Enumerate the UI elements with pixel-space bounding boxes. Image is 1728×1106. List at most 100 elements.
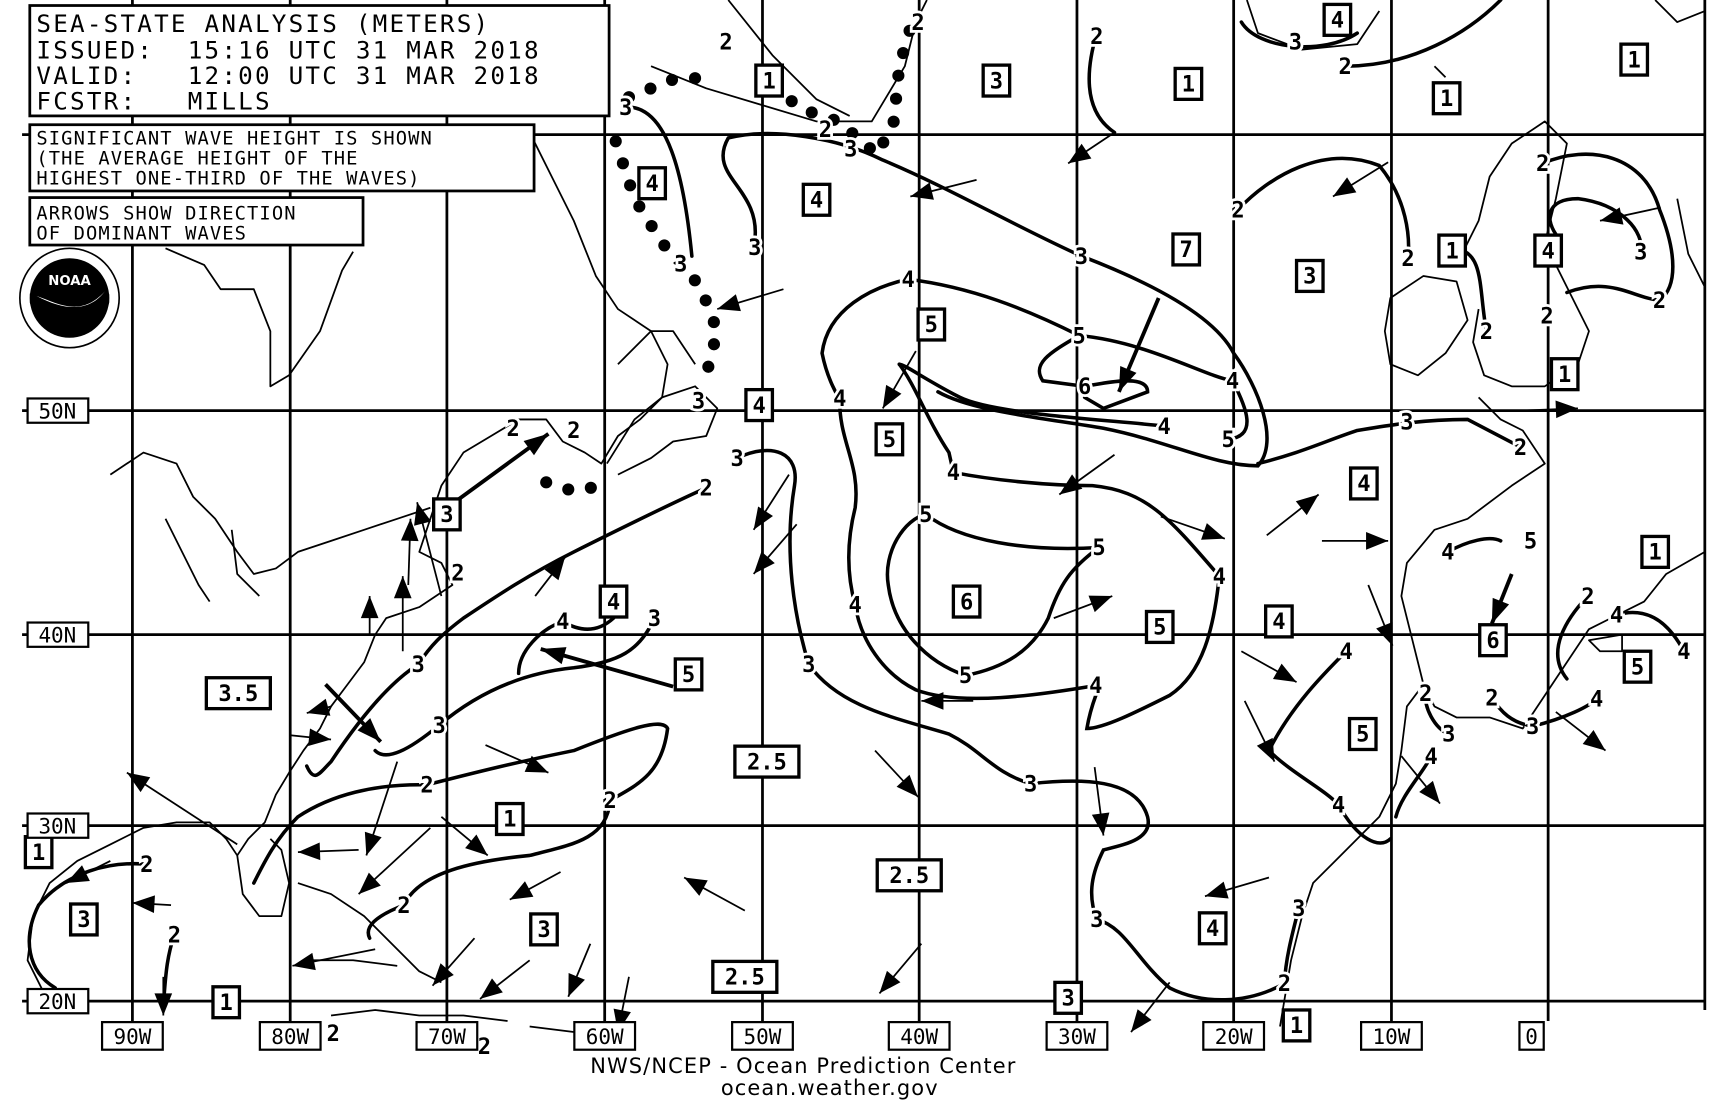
wave-height-box: 1 bbox=[1619, 42, 1650, 77]
arrowhead-icon bbox=[1376, 621, 1393, 646]
wave-height-box: 4 bbox=[1533, 233, 1564, 268]
wave-height-value: 5 bbox=[925, 313, 938, 338]
arrowhead-icon bbox=[1295, 494, 1319, 516]
arrowhead-icon bbox=[1088, 595, 1113, 613]
wave-direction-arrow bbox=[289, 728, 332, 747]
wave-direction-arrow bbox=[393, 576, 412, 652]
wave-height-box: 3 bbox=[981, 63, 1012, 98]
arrowhead-icon bbox=[1201, 523, 1225, 540]
arrowhead-icon bbox=[1272, 663, 1297, 683]
wave-direction-arrow bbox=[1332, 161, 1389, 198]
wave-direction-arrow bbox=[154, 976, 173, 1016]
arrowhead-icon bbox=[1332, 177, 1357, 197]
wave-height-box: 4 bbox=[1197, 911, 1228, 946]
longitude-label-text: 30W bbox=[1058, 1025, 1096, 1049]
contour-label: 2 bbox=[1514, 436, 1527, 461]
contour-label: 5 bbox=[919, 503, 932, 528]
contour-label: 4 bbox=[849, 594, 862, 619]
wave-height-box: 1 bbox=[1549, 357, 1580, 392]
wave-direction-arrow bbox=[752, 523, 798, 575]
arrowhead-icon bbox=[154, 993, 173, 1016]
note-line: ARROWS SHOW DIRECTION bbox=[36, 204, 296, 225]
wave-direction-arrow bbox=[1400, 755, 1441, 805]
arrowhead-icon bbox=[523, 433, 549, 456]
contour-label: 6 bbox=[1078, 375, 1091, 400]
wave-height-box: 6 bbox=[951, 584, 982, 619]
wave-height-value: 1 bbox=[1649, 541, 1662, 566]
arrowhead-icon bbox=[540, 647, 567, 665]
wave-direction-arrow bbox=[874, 749, 919, 798]
wave-height-value: 4 bbox=[810, 189, 823, 214]
contour-label: 2 bbox=[506, 417, 519, 442]
wave-direction-arrow bbox=[534, 556, 566, 597]
arrowhead-icon bbox=[921, 692, 944, 710]
contour-label: 3 bbox=[1024, 772, 1037, 797]
wave-direction-arrow bbox=[431, 937, 476, 987]
wave-height-box: 1 bbox=[754, 63, 784, 98]
contour-label: 4 bbox=[556, 610, 569, 635]
wave-height-box: 5 bbox=[1347, 716, 1378, 752]
wave-height-value: 1 bbox=[1558, 363, 1571, 388]
latitude-label: 40N bbox=[26, 621, 90, 648]
wave-height-box: 3 bbox=[1053, 980, 1084, 1015]
contour-label: 3 bbox=[648, 607, 661, 632]
wave-height-value: 5 bbox=[883, 428, 896, 453]
ice-edge bbox=[622, 71, 718, 104]
arrowhead-icon bbox=[1419, 780, 1440, 804]
wave-height-value: 4 bbox=[607, 590, 620, 615]
wave-height-box: 1 bbox=[1173, 66, 1204, 101]
wave-height-value: 3 bbox=[1061, 987, 1074, 1012]
longitude-label: 60W bbox=[573, 1021, 637, 1051]
arrowhead-icon bbox=[393, 576, 412, 599]
wave-height-value: 6 bbox=[960, 590, 973, 615]
wave-height-box: 5 bbox=[916, 307, 947, 342]
arrowhead-icon bbox=[297, 842, 321, 861]
wave-height-value: 1 bbox=[1628, 48, 1641, 73]
note-line: SIGNIFICANT WAVE HEIGHT IS SHOWN bbox=[36, 129, 432, 150]
wave-height-box: 4 bbox=[744, 387, 775, 423]
contour-label: 5 bbox=[1092, 536, 1105, 561]
wave-height-box: 3.5 bbox=[204, 676, 272, 711]
arrowhead-icon bbox=[360, 596, 379, 619]
contour-label: 4 bbox=[947, 461, 960, 486]
contour-label: 2 bbox=[1540, 304, 1553, 329]
wave-height-value: 4 bbox=[753, 394, 766, 419]
wave-direction-arrow bbox=[1367, 584, 1394, 647]
wave-height-box: 4 bbox=[1322, 2, 1353, 37]
contour-label: 2 bbox=[397, 894, 410, 919]
longitude-label-text: 80W bbox=[271, 1025, 309, 1049]
wave-height-value: 4 bbox=[1206, 917, 1219, 942]
contour-label: 5 bbox=[959, 664, 972, 689]
wave-direction-arrow bbox=[540, 647, 674, 689]
longitude-label: 30W bbox=[1045, 1021, 1109, 1051]
arrowhead-icon bbox=[1366, 532, 1389, 550]
wave-direction-arrow bbox=[306, 698, 332, 716]
wave-direction-arrow bbox=[716, 288, 784, 312]
note-line: HIGHEST ONE-THIRD OF THE WAVES) bbox=[36, 168, 420, 189]
wave-height-value: 1 bbox=[1182, 73, 1195, 98]
longitude-label-text: 60W bbox=[586, 1025, 624, 1049]
arrowhead-icon bbox=[480, 978, 503, 999]
wave-direction-arrow bbox=[1555, 711, 1607, 752]
wave-direction-arrow bbox=[1490, 573, 1514, 625]
wave-direction-arrow bbox=[1130, 981, 1171, 1033]
contour-label: 2 bbox=[1401, 247, 1414, 272]
footer-website[interactable]: ocean.weather.gov bbox=[721, 1076, 939, 1100]
wave-height-value: 7 bbox=[1180, 238, 1193, 263]
wave-direction-arrow bbox=[1522, 400, 1578, 419]
contour-label: 2 bbox=[1581, 585, 1594, 610]
wave-height-box: 4 bbox=[598, 584, 629, 619]
wave-height-value: 5 bbox=[1631, 655, 1644, 680]
svg-text:NOAA: NOAA bbox=[48, 274, 91, 289]
latitude-label-text: 30N bbox=[38, 814, 76, 838]
latitude-label-text: 20N bbox=[38, 990, 76, 1014]
contour-label: 3 bbox=[1292, 897, 1305, 922]
wave-direction-arrow bbox=[364, 761, 399, 856]
contour-label: 2 bbox=[140, 853, 153, 878]
contour-label: 4 bbox=[1332, 793, 1345, 818]
wave-height-box: 1 bbox=[494, 801, 525, 837]
contour-label: 3 bbox=[619, 96, 632, 121]
contour-label: 4 bbox=[1226, 370, 1239, 395]
